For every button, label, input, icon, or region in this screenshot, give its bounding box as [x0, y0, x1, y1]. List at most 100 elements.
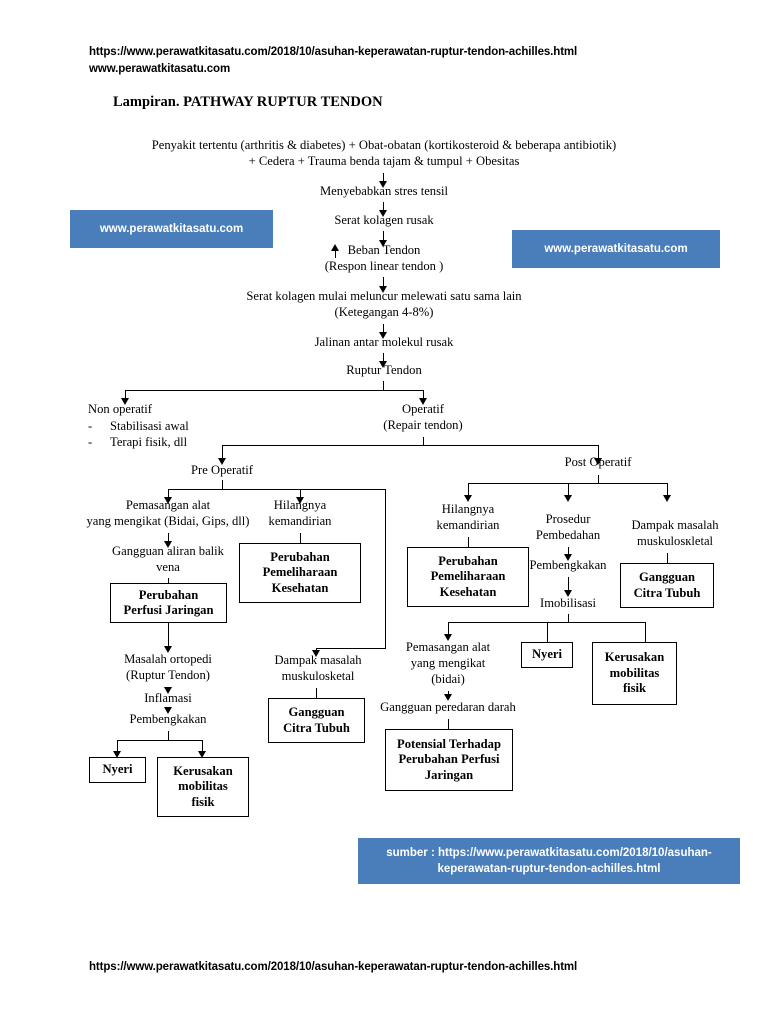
connector [468, 537, 470, 547]
arrowhead [379, 240, 387, 247]
watermark-left: www.perawatkitasatu.com [70, 210, 273, 248]
arrowhead [594, 458, 602, 465]
connector [383, 324, 385, 333]
node-beban-tendon: Beban Tendon [347, 243, 421, 257]
node-dampak-masalah-mid-line2: muskulosketal [281, 669, 355, 683]
connector [423, 437, 425, 446]
box-line3: fisik [191, 794, 215, 809]
arrow-up-icon [331, 244, 339, 251]
connector [316, 688, 318, 698]
node-operatif-line1: Operatif [402, 402, 444, 416]
connector [383, 202, 385, 211]
connector [568, 547, 570, 557]
node-pemasangan-alat-post-line3: (bidai) [431, 672, 465, 686]
connector [645, 622, 647, 642]
connector [547, 622, 549, 642]
connector [300, 533, 302, 543]
connector [423, 390, 425, 399]
box-line3: fisik [622, 681, 647, 696]
node-prosedur-pembedahan-line2: Pembedahan [535, 528, 601, 542]
node-jalinan-molekul: Jalinan antar molekul rusak [314, 335, 454, 349]
connector [316, 648, 386, 650]
box-line3: Jaringan [424, 767, 474, 782]
box-line2: Perubahan Perfusi [398, 752, 500, 767]
connector [117, 740, 203, 742]
arrowhead [564, 590, 572, 597]
arrowhead [379, 181, 387, 188]
header-url-line2: www.perawatkitasatu.com [89, 63, 231, 75]
node-serat-kolagen-rusak: Serat kolagen rusak [334, 213, 434, 227]
watermark-right: www.perawatkitasatu.com [512, 230, 720, 268]
connector [202, 740, 204, 752]
box-potensial-perubahan-perfusi-jaringan: Potensial Terhadap Perubahan Perfusi Jar… [385, 729, 513, 791]
connector [383, 277, 385, 287]
node-penyakit-line2: + Cedera + Trauma benda tajam & tumpul +… [248, 154, 520, 168]
box-line1: Perubahan [138, 587, 199, 602]
node-inflamasi: Inflamasi [144, 691, 192, 705]
node-dampak-masalah-post-line1: Dampak masalah [631, 518, 719, 532]
connector [168, 578, 170, 583]
connector [568, 614, 570, 623]
box-kerusakan-mobilitas-fisik-low: Kerusakan mobilitas fisik [157, 757, 249, 817]
non-operatif-item-2-label: Terapi fisik, dll [110, 435, 188, 449]
node-post-operatif: Post Operatif [564, 455, 632, 469]
box-line1: Gangguan [288, 705, 345, 719]
box-perubahan-pemeliharaan-kesehatan-post: Perubahan Pemeliharaan Kesehatan [407, 547, 529, 607]
node-gangguan-aliran-line2: vena [156, 560, 180, 574]
connector [335, 250, 337, 258]
box-gangguan-citra-tubuh-mid: Gangguan Citra Tubuh [268, 698, 365, 743]
connector [300, 489, 386, 491]
connector [568, 483, 570, 496]
arrowhead [218, 458, 226, 465]
source-watermark-box: sumber : https://www.perawatkitasatu.com… [358, 838, 740, 884]
connector [468, 483, 470, 496]
box-line3: Kesehatan [271, 580, 329, 595]
connector [125, 390, 424, 392]
arrowhead [663, 495, 671, 502]
connector [448, 622, 450, 637]
arrowhead [164, 541, 172, 548]
node-pemasangan-alat-post-line1: Pemasangan alat [405, 640, 491, 654]
arrowhead [444, 634, 452, 641]
connector [383, 231, 385, 241]
box-line2: mobilitas [609, 665, 660, 680]
source-line1: sumber : https://www.perawatkitasatu.com… [386, 847, 712, 859]
node-hilangnya-kemandirian-post-line2: kemandirian [436, 518, 500, 532]
connector [385, 489, 387, 649]
node-stres-tensil: Menyebabkan stres tensil [319, 184, 448, 198]
box-line2: Pemeliharaan [262, 565, 338, 580]
node-respon-linear: (Respon linear tendon ) [324, 259, 444, 273]
arrowhead [379, 210, 387, 217]
non-operatif-item-2: -Terapi fisik, dll [88, 435, 188, 449]
node-non-operatif-title: Non operatif [88, 402, 152, 416]
arrowhead [564, 554, 572, 561]
node-dampak-masalah-mid-line1: Dampak masalah [274, 653, 362, 667]
footer-url: https://www.perawatkitasatu.com/2018/10/… [89, 961, 578, 973]
box-gangguan-citra-tubuh-post: Gangguan Citra Tubuh [620, 563, 714, 608]
arrowhead [419, 398, 427, 405]
connector [383, 173, 385, 182]
node-hilangnya-kemandirian-pre-line1: Hilangnya [273, 498, 327, 512]
non-operatif-item-1-label: Stabilisasi awal [110, 419, 189, 433]
box-line1: Potensial Terhadap [397, 736, 501, 751]
node-dampak-masalah-post-line2: muskulosкletal [636, 534, 714, 548]
node-ketegangan: (Ketegangan 4-8%) [334, 305, 434, 319]
arrowhead [164, 497, 172, 504]
connector [222, 445, 224, 460]
arrowhead [164, 646, 172, 653]
connector [667, 483, 669, 496]
page-title: Lampiran. PATHWAY RUPTUR TENDON [113, 94, 383, 110]
arrowhead [379, 332, 387, 339]
connector [168, 489, 301, 491]
box-line1: Perubahan [438, 553, 498, 568]
connector [168, 489, 170, 498]
node-prosedur-pembedahan-line1: Prosedur [545, 512, 591, 526]
box-line2: Citra Tubuh [633, 585, 701, 600]
node-pembengkakan-post: Pembengkakan [529, 558, 607, 572]
box-line1: Gangguan [639, 570, 695, 584]
node-pembengkakan-low: Pembengkakan [129, 712, 207, 726]
box-kerusakan-mobilitas-fisik-post: Kerusakan mobilitas fisik [592, 642, 677, 705]
arrowhead [113, 751, 121, 758]
arrowhead [379, 286, 387, 293]
